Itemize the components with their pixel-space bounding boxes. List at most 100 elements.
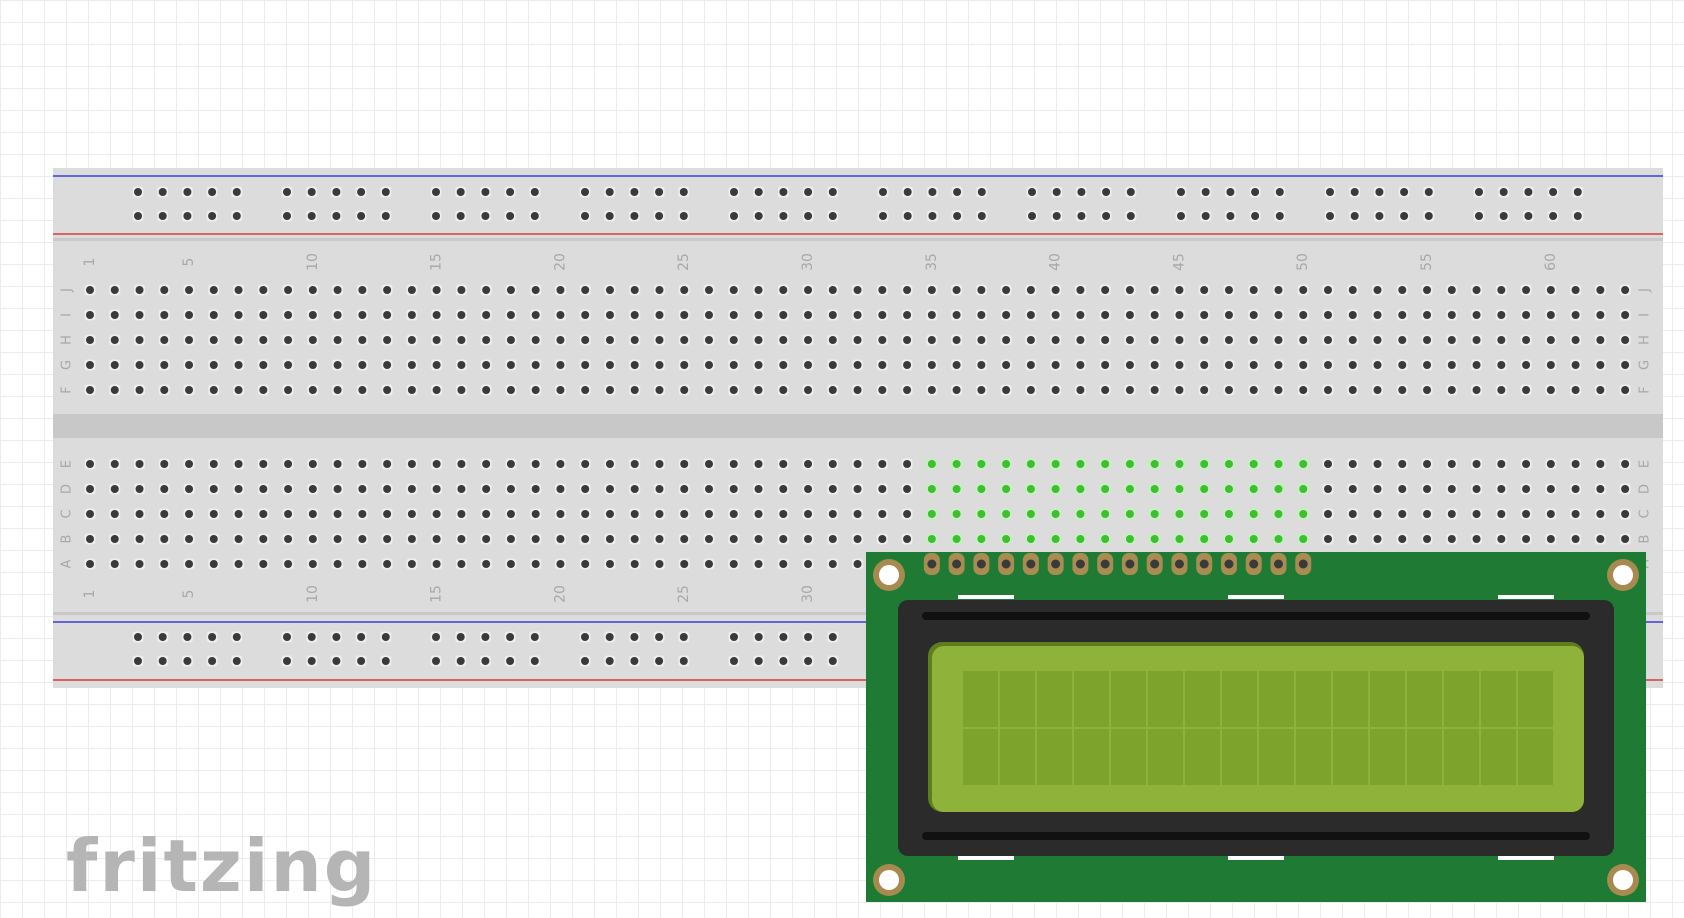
hole[interactable] xyxy=(754,212,763,220)
terminal-hole[interactable] xyxy=(1421,458,1433,470)
rail-hole-bottom[interactable] xyxy=(132,655,144,667)
terminal-hole[interactable] xyxy=(703,359,715,371)
terminal-hole[interactable] xyxy=(1347,334,1359,346)
hole[interactable] xyxy=(1101,286,1110,294)
terminal-hole[interactable] xyxy=(852,558,864,570)
terminal-hole[interactable] xyxy=(579,458,591,470)
terminal-hole[interactable] xyxy=(604,334,616,346)
hole[interactable] xyxy=(506,460,515,468)
hole[interactable] xyxy=(1447,510,1456,518)
terminal-hole[interactable] xyxy=(183,384,195,396)
hole[interactable] xyxy=(1125,460,1134,468)
terminal-hole[interactable] xyxy=(802,359,814,371)
terminal-hole[interactable] xyxy=(109,533,121,545)
terminal-hole[interactable] xyxy=(1074,309,1086,321)
hole[interactable] xyxy=(506,485,515,493)
rail-hole-top[interactable] xyxy=(355,186,367,198)
terminal-hole[interactable] xyxy=(158,558,170,570)
hole[interactable] xyxy=(1200,485,1209,493)
hole[interactable] xyxy=(1200,510,1209,518)
hole[interactable] xyxy=(605,212,614,220)
terminal-hole[interactable] xyxy=(505,558,517,570)
hole[interactable] xyxy=(1398,311,1407,319)
terminal-hole[interactable] xyxy=(1471,483,1483,495)
terminal-hole[interactable] xyxy=(1347,533,1359,545)
hole[interactable] xyxy=(952,460,961,468)
terminal-hole[interactable] xyxy=(827,359,839,371)
terminal-hole[interactable] xyxy=(703,558,715,570)
hole[interactable] xyxy=(1524,188,1533,196)
hole[interactable] xyxy=(1051,361,1060,369)
rail-hole-top[interactable] xyxy=(132,186,144,198)
hole[interactable] xyxy=(1200,336,1209,344)
terminal-hole[interactable] xyxy=(1619,359,1631,371)
hole[interactable] xyxy=(828,510,837,518)
terminal-hole[interactable] xyxy=(579,359,591,371)
terminal-hole[interactable] xyxy=(1545,508,1557,520)
terminal-hole[interactable] xyxy=(728,384,740,396)
terminal-hole[interactable] xyxy=(951,384,963,396)
hole[interactable] xyxy=(1150,386,1159,394)
hole[interactable] xyxy=(729,535,738,543)
rail-hole-bottom[interactable] xyxy=(802,655,814,667)
terminal-hole[interactable] xyxy=(183,284,195,296)
hole[interactable] xyxy=(1398,460,1407,468)
rail-hole-bottom[interactable] xyxy=(355,631,367,643)
hole[interactable] xyxy=(1546,535,1555,543)
hole[interactable] xyxy=(1546,361,1555,369)
terminal-hole[interactable] xyxy=(332,284,344,296)
terminal-hole[interactable] xyxy=(158,508,170,520)
hole[interactable] xyxy=(381,188,390,196)
hole[interactable] xyxy=(1051,336,1060,344)
hole[interactable] xyxy=(158,212,167,220)
rail-hole-bottom[interactable] xyxy=(181,631,193,643)
terminal-hole[interactable] xyxy=(975,508,987,520)
hole[interactable] xyxy=(506,212,515,220)
terminal-hole[interactable] xyxy=(1124,309,1136,321)
terminal-hole[interactable] xyxy=(1124,508,1136,520)
hole[interactable] xyxy=(680,510,689,518)
terminal-hole[interactable] xyxy=(653,458,665,470)
terminal-hole[interactable] xyxy=(1050,384,1062,396)
hole[interactable] xyxy=(1621,361,1630,369)
rail-hole-top[interactable] xyxy=(1125,186,1137,198)
terminal-hole[interactable] xyxy=(827,458,839,470)
hole[interactable] xyxy=(903,336,912,344)
terminal-hole[interactable] xyxy=(1495,284,1507,296)
hole[interactable] xyxy=(1224,336,1233,344)
hole[interactable] xyxy=(705,560,713,568)
hole[interactable] xyxy=(1375,212,1384,220)
hole[interactable] xyxy=(1497,535,1506,543)
terminal-hole[interactable] xyxy=(678,458,690,470)
terminal-hole[interactable] xyxy=(1272,359,1284,371)
hole[interactable] xyxy=(1447,311,1456,319)
hole[interactable] xyxy=(804,657,813,665)
hole[interactable] xyxy=(135,386,144,394)
rail-hole-bottom[interactable] xyxy=(306,631,318,643)
hole[interactable] xyxy=(680,485,689,493)
hole[interactable] xyxy=(185,510,194,518)
rail-hole-top[interactable] xyxy=(753,210,765,222)
terminal-hole[interactable] xyxy=(1272,334,1284,346)
terminal-hole[interactable] xyxy=(1248,334,1260,346)
hole[interactable] xyxy=(556,386,565,394)
rail-hole-top[interactable] xyxy=(827,210,839,222)
terminal-hole[interactable] xyxy=(109,558,121,570)
hole[interactable] xyxy=(1621,460,1630,468)
hole[interactable] xyxy=(259,386,268,394)
terminal-hole[interactable] xyxy=(84,309,96,321)
terminal-hole[interactable] xyxy=(1471,508,1483,520)
rail-hole-top[interactable] xyxy=(504,210,516,222)
hole[interactable] xyxy=(333,361,342,369)
terminal-hole[interactable] xyxy=(282,483,294,495)
hole[interactable] xyxy=(358,510,367,518)
hole[interactable] xyxy=(1546,311,1555,319)
rail-hole-top[interactable] xyxy=(926,210,938,222)
hole[interactable] xyxy=(605,560,614,568)
hole[interactable] xyxy=(284,311,293,319)
terminal-hole[interactable] xyxy=(1223,533,1235,545)
terminal-hole[interactable] xyxy=(579,508,591,520)
hole[interactable] xyxy=(456,633,465,641)
hole[interactable] xyxy=(1226,212,1235,220)
hole[interactable] xyxy=(1150,336,1159,344)
